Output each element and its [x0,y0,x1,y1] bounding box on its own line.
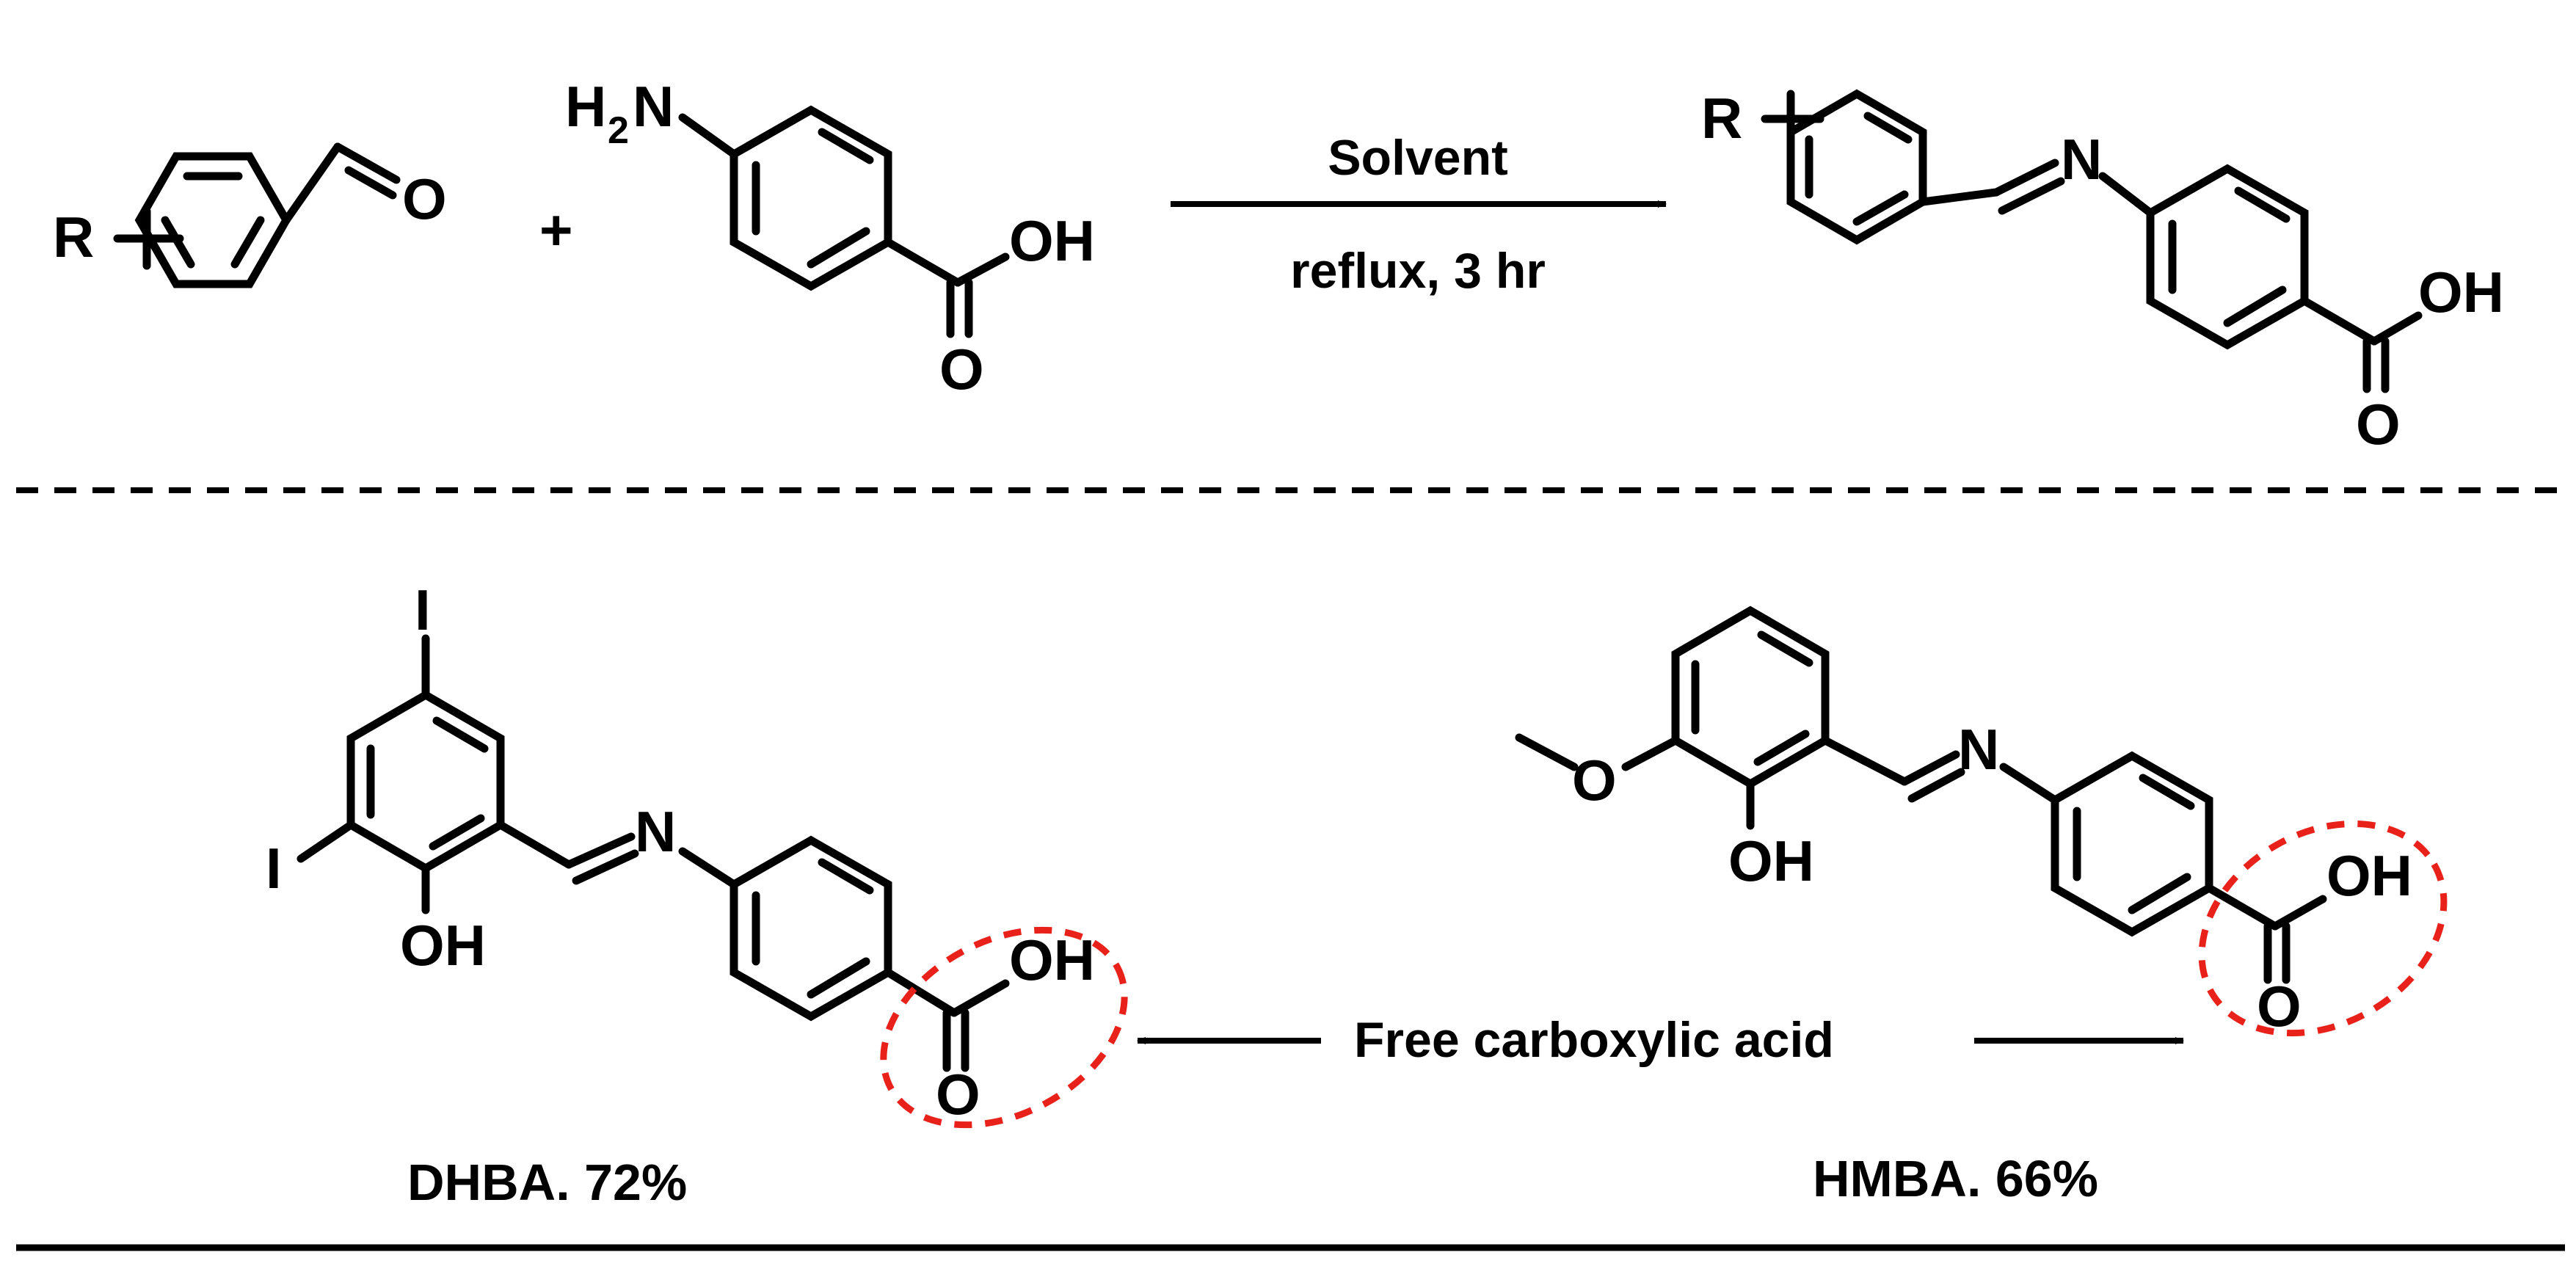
conditions-label: reflux, 3 hr [1290,243,1546,299]
aminobenzoic-acid-structure: H 2 N OH O [565,74,1095,401]
amine-subscript-label: 2 [608,109,629,152]
acid-oh-label: OH [2326,843,2412,908]
acid-carbonyl-o-label: O [939,337,984,401]
acid-oh-label: OH [1009,208,1095,273]
imine-n-label: N [2061,127,2102,192]
dhba-acid-highlight [880,926,1128,1129]
reagent-label: Solvent [1328,130,1508,186]
imine-n-label: N [635,799,676,864]
phenol-oh-label: OH [1728,829,1814,893]
hmba-caption: HMBA. 66% [1813,1150,2098,1207]
benzaldehyde-structure: O R [53,142,447,288]
dhba-caption: DHBA. 72% [407,1154,687,1211]
iodine-left-label: I [266,836,282,901]
aldehyde-oxygen-label: O [402,167,447,231]
phenol-oh-label: OH [400,913,486,978]
hmba-structure: O OH N OH O [1515,605,2412,1038]
acid-carbonyl-o-label: O [2356,392,2401,456]
acid-carbonyl-o-label: O [936,1062,980,1127]
plus-sign: + [539,197,573,262]
amine-h-label: H [565,74,606,139]
imine-n-label: N [1958,717,1999,782]
reaction-arrow: Solvent reflux, 3 hr [1171,130,1667,299]
iodine-top-label: I [415,578,431,642]
free-acid-label: Free carboxylic acid [1354,1012,1834,1068]
methoxy-o-label: O [1572,748,1617,812]
acid-oh-label: OH [1009,928,1095,992]
acid-oh-label: OH [2418,260,2504,324]
dhba-structure: I I OH N OH O [266,578,1095,1127]
annotation: Free carboxylic acid [1137,1012,2184,1068]
r-group-label: R [1701,86,1742,150]
hmba-acid-highlight [2198,820,2448,1037]
amine-n-label: N [633,74,674,139]
r-group-label: R [53,205,94,269]
imine-product-structure: R N OH O [1701,86,2504,456]
